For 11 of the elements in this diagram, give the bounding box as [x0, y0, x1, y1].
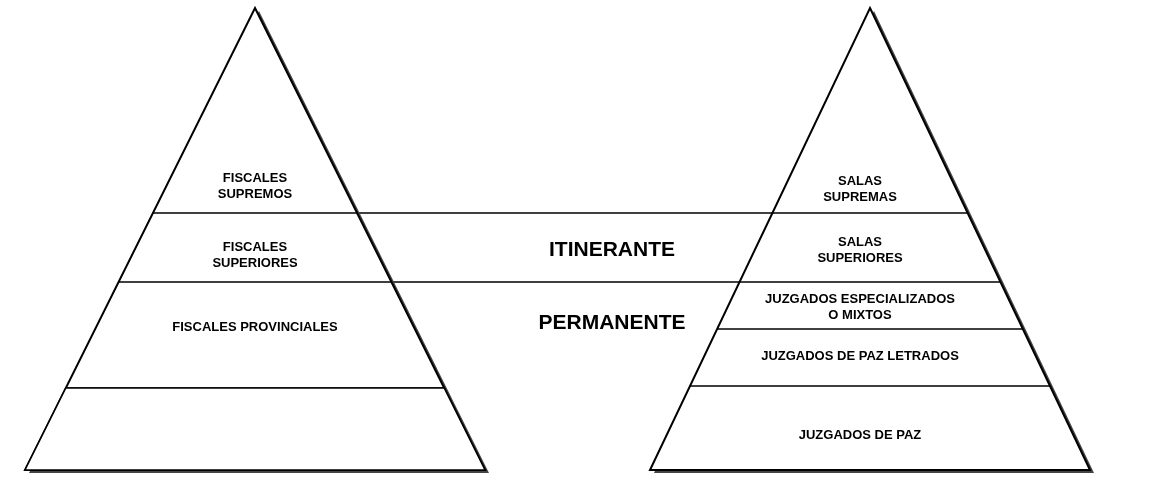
tier-label: FISCALES SUPREMOS	[195, 163, 315, 209]
tier-label: FISCALES PROVINCIALES	[100, 312, 410, 342]
tier-label: FISCALES SUPERIORES	[190, 230, 320, 280]
tier-label: JUZGADOS DE PAZ	[690, 420, 1030, 450]
pyramid-tier	[25, 388, 485, 470]
tier-label: SALAS SUPERIORES	[800, 225, 920, 275]
band-label: ITINERANTE	[549, 237, 675, 261]
tier-label: JUZGADOS DE PAZ LETRADOS	[710, 341, 1010, 371]
tier-label: SALAS SUPREMAS	[800, 168, 920, 210]
band-label: PERMANENTE	[538, 310, 686, 334]
tier-label: JUZGADOS ESPECIALIZADOS O MIXTOS	[760, 287, 960, 327]
